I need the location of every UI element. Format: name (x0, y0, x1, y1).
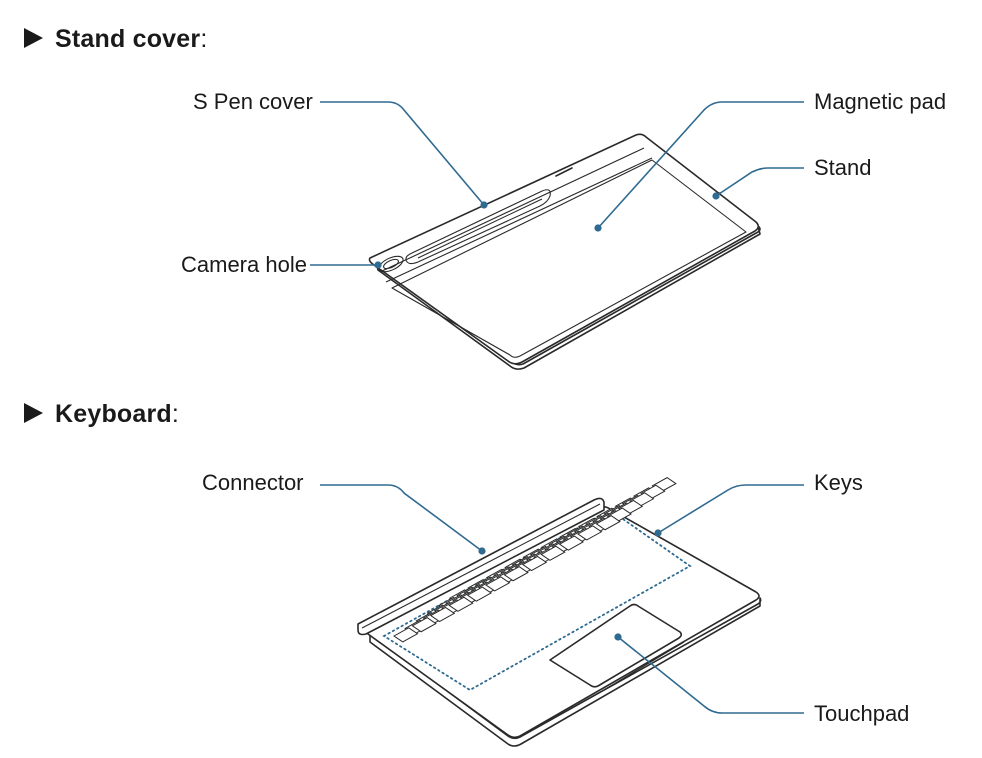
keyboard-key (521, 555, 548, 572)
label-connector: Connector (202, 470, 304, 495)
keyboard-key (411, 617, 437, 633)
touchpad-lower-edge (603, 641, 685, 691)
connector-hinge-line (361, 503, 601, 629)
callout-dot-magnetic-pad (594, 224, 602, 232)
touchpad-shape (549, 603, 683, 688)
label-s-pen-cover: S Pen cover (193, 89, 313, 114)
stand-fold-line-2 (379, 147, 645, 273)
camera-hole-shape (378, 255, 404, 273)
keyboard-key (485, 576, 511, 592)
callout-dot-camera-hole (374, 261, 382, 269)
callout-dot-s-pen-cover (480, 201, 488, 209)
s-pen-slot (405, 189, 551, 265)
keyboard-key (558, 535, 585, 551)
keyboard-key (393, 627, 419, 643)
stand-fold-line (385, 157, 653, 283)
callout-dot-keys (654, 529, 662, 537)
keyboard-key (448, 596, 474, 612)
play-triangle-icon (24, 403, 43, 423)
callout-dot-touchpad (614, 633, 622, 641)
callout-dot-stand (712, 192, 720, 200)
callout-line-s-pen-cover (320, 101, 485, 206)
keyboard-key (577, 525, 603, 541)
heading-keyboard: Keyboard: (24, 400, 179, 429)
heading-keyboard-text: Keyboard (55, 400, 172, 428)
label-stand: Stand (814, 155, 872, 180)
keyboard-key (595, 515, 621, 531)
play-triangle-icon (24, 28, 43, 48)
magnetic-pad-panel (391, 159, 747, 358)
heading-colon: : (200, 25, 208, 53)
stand-cover-illustration (368, 133, 761, 370)
slot-mark (555, 167, 573, 177)
label-magnetic-pad: Magnetic pad (814, 89, 947, 114)
s-pen-slot-inner (417, 198, 543, 259)
keyboard-key (503, 566, 529, 582)
keyboard-illustration (357, 477, 762, 747)
callout-line-stand (715, 167, 804, 197)
keys-area-outline (382, 508, 692, 692)
heading-colon: : (171, 400, 180, 428)
stand-cover-top-face (368, 133, 760, 365)
keyboard-key (540, 545, 566, 561)
camera-hole-inner (383, 258, 399, 270)
callout-line-connector (320, 484, 483, 552)
heading-stand-cover-text: Stand cover (55, 25, 201, 53)
keyboard-key (466, 586, 493, 602)
callout-line-touchpad (617, 636, 804, 714)
key-grid (393, 477, 677, 643)
label-camera-hole: Camera hole (181, 252, 307, 277)
callout-line-magnetic-pad (597, 101, 804, 229)
keyboard-base-edge (369, 597, 762, 747)
heading-stand-cover: Stand cover: (24, 25, 207, 54)
callout-line-keys (657, 484, 804, 534)
label-keys: Keys (814, 470, 863, 495)
callout-dot-connector (478, 547, 486, 555)
label-touchpad: Touchpad (814, 701, 910, 726)
keyboard-key (429, 606, 456, 623)
